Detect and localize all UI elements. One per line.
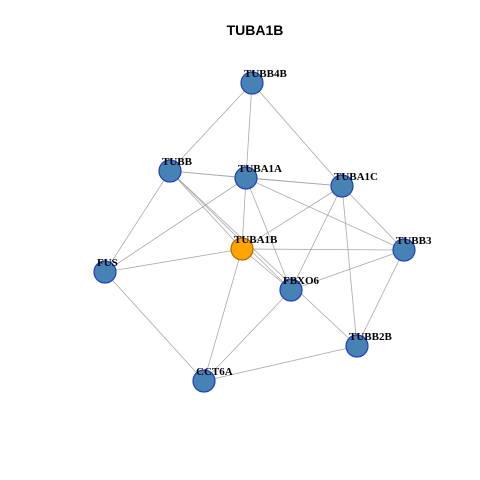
node-tubb2b — [345, 334, 369, 358]
node-cct6a — [192, 369, 216, 393]
node-label-tuba1b: TUBA1B — [234, 234, 278, 246]
edge-tuba1c-fbxo6 — [290, 185, 343, 291]
node-fbxo6 — [279, 278, 303, 302]
edge-tubb-fus — [104, 170, 171, 273]
edge-tubb-tubb2b — [169, 170, 358, 347]
edge-tuba1c-tubb3 — [341, 185, 405, 251]
edge-tubb2b-cct6a — [203, 345, 358, 382]
node-label-cct6a: CCT6A — [196, 366, 233, 378]
node-label-fbxo6: FBXO6 — [283, 275, 320, 287]
edge-tuba1a-tuba1b — [241, 177, 247, 250]
nodes-layer — [93, 71, 416, 393]
edge-tuba1c-tubb2b — [341, 185, 358, 347]
edge-fus-cct6a — [104, 271, 205, 382]
edge-tubb4b-tuba1c — [251, 82, 343, 187]
node-tubb — [158, 159, 182, 183]
edge-tuba1a-fbxo6 — [245, 177, 292, 291]
node-fus — [93, 260, 117, 284]
edge-tuba1a-tubb3 — [245, 177, 405, 251]
node-tubb4b — [240, 71, 264, 95]
edge-tuba1a-tuba1c — [245, 177, 343, 187]
node-label-tubb4b: TUBB4B — [244, 68, 287, 80]
node-label-tubb2b: TUBB2B — [349, 331, 392, 343]
edge-tubb4b-tubb — [169, 82, 253, 172]
edge-tubb3-fbxo6 — [290, 249, 405, 291]
node-label-fus: FUS — [97, 257, 118, 269]
node-label-tubb: TUBB — [162, 156, 193, 168]
node-label-tuba1c: TUBA1C — [334, 171, 378, 183]
edge-tuba1b-cct6a — [203, 248, 243, 382]
edge-tuba1b-fus — [104, 248, 243, 273]
node-label-tuba1a: TUBA1A — [238, 163, 282, 175]
diagram-title: TUBA1B — [227, 22, 284, 38]
edge-tuba1a-fus — [104, 177, 247, 273]
node-tuba1b — [230, 237, 254, 261]
node-label-tubb3: TUBB3 — [396, 235, 432, 247]
edges-layer — [104, 82, 405, 382]
edge-tubb4b-tuba1a — [245, 82, 253, 179]
edge-tuba1c-tuba1b — [241, 185, 343, 250]
edge-tubb-fbxo6 — [169, 170, 292, 291]
node-tuba1c — [330, 174, 354, 198]
node-tubb3 — [392, 238, 416, 262]
node-tuba1a — [234, 166, 258, 190]
edge-fbxo6-cct6a — [203, 289, 292, 382]
edge-tuba1b-tubb3 — [241, 248, 405, 251]
edge-tubb-tuba1b — [169, 170, 243, 250]
edge-tubb3-tubb2b — [356, 249, 405, 347]
